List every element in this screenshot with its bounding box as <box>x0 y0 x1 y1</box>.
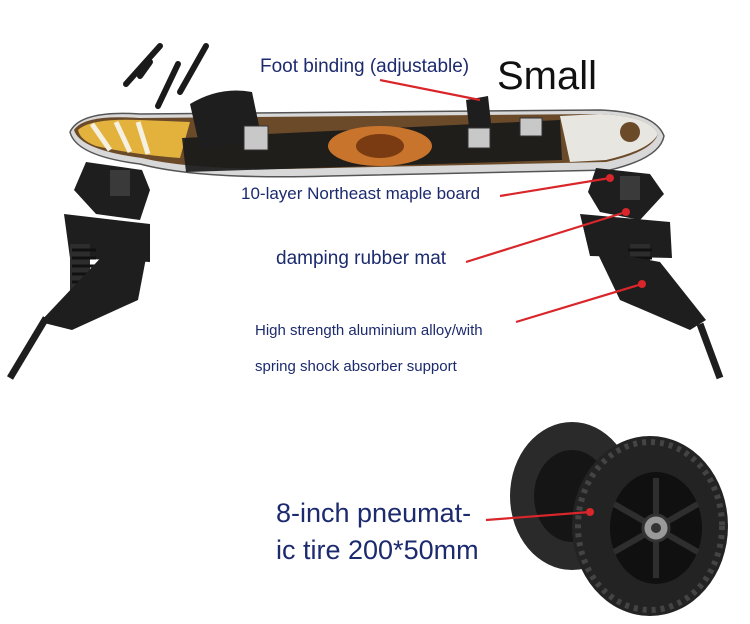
alloy-support-label-line1: High strength aluminium alloy/with <box>255 322 483 339</box>
left-truck <box>6 162 150 380</box>
deck <box>69 109 665 178</box>
foot-bindings <box>190 90 543 151</box>
board-label: 10-layer Northeast maple board <box>241 184 481 203</box>
foot-binding-label: Foot binding (adjustable) <box>260 56 470 77</box>
right-truck <box>580 168 724 380</box>
callout-dots <box>586 174 646 516</box>
tire-label-line1: 8-inch pneumat- <box>276 498 472 528</box>
tire-label-line2: ic tire 200*50mm <box>276 535 479 565</box>
size-label: Small <box>497 54 598 98</box>
pneumatic-tires <box>510 422 728 616</box>
bolts <box>123 43 209 109</box>
damping-mat-label: damping rubber mat <box>276 248 447 269</box>
callout-lines <box>379 78 643 522</box>
alloy-support-label-line2: spring shock absorber support <box>255 358 457 375</box>
